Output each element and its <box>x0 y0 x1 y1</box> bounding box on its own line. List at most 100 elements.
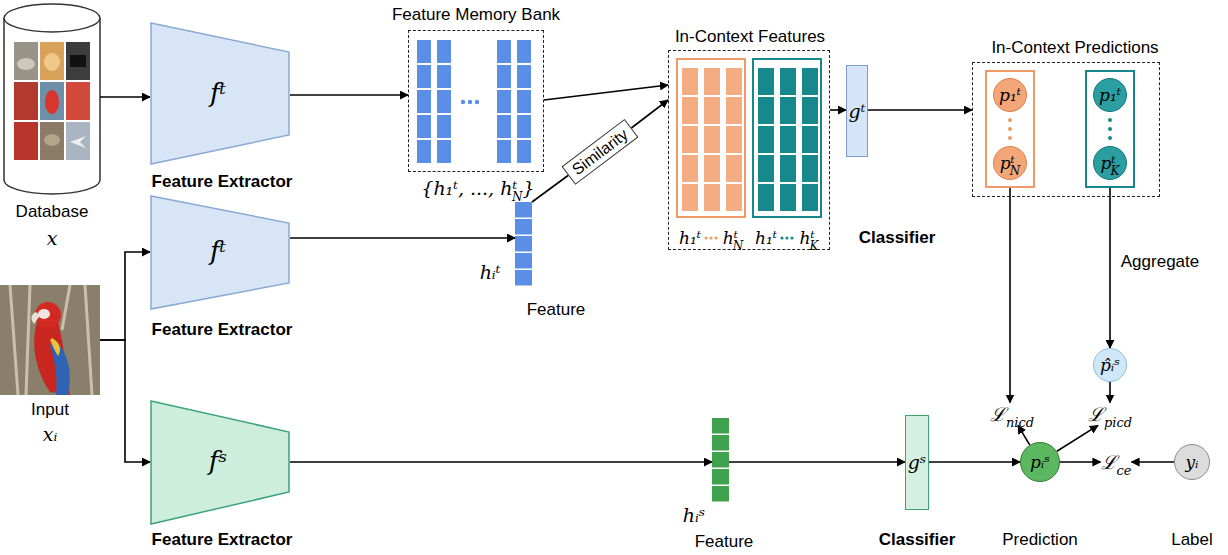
input-photo <box>0 285 100 395</box>
trapezoid-shape <box>151 23 289 164</box>
feature-column <box>726 68 742 211</box>
edge-label: Aggregate <box>1119 252 1201 272</box>
photo-detail <box>45 90 59 114</box>
label-text: hᵢᵗ <box>480 261 501 283</box>
feature-vector: hᵢˢFeature <box>712 418 729 503</box>
text-group: Input <box>31 400 69 420</box>
label-text: p₁ᵗ <box>999 85 1021 105</box>
ellipsis-dot <box>1008 127 1012 131</box>
connector <box>290 461 712 463</box>
text-group: pᵢˢ <box>1030 452 1050 472</box>
text-group: Feature Extractor <box>152 320 293 340</box>
feature-column <box>780 68 796 211</box>
text-group: fᵗ <box>210 78 226 109</box>
connector <box>100 96 150 98</box>
text-group: h₁ᵗ <box>679 228 701 248</box>
ellipsis-dot <box>475 100 479 104</box>
memory-bank: Feature Memory Bank{h₁ᵗ, ..., hᵗN} <box>408 30 544 172</box>
ellipsis-dot <box>714 236 717 239</box>
photo-detail <box>44 134 60 146</box>
label-text: Input <box>31 400 69 419</box>
text-group: p₁ᵗ <box>1099 85 1121 105</box>
connector <box>1060 461 1101 463</box>
ellipsis-dot <box>704 236 707 239</box>
label-text: Similarity <box>569 126 631 179</box>
connector <box>1057 425 1098 451</box>
photo-detail <box>70 55 86 67</box>
loss-label: ℒnicd <box>990 403 1034 426</box>
label-text: fᵗ <box>210 236 226 266</box>
label-text: Feature Extractor <box>152 320 293 339</box>
label-text: hᵢˢ <box>683 504 705 526</box>
feature-column <box>497 40 511 163</box>
parrot-beak <box>31 312 40 324</box>
label-text: N <box>1010 164 1021 178</box>
label-text: Feature <box>695 532 754 551</box>
classifier-box: gˢClassifier <box>905 415 929 510</box>
connector <box>1109 188 1111 348</box>
text-group: x <box>47 227 58 250</box>
prediction-group: p₁ᵗ pᵗN <box>985 70 1035 188</box>
label-text: N <box>512 190 523 204</box>
label-text: Label <box>1171 530 1213 549</box>
input-image: Inputxᵢ <box>0 285 100 395</box>
connector <box>868 109 972 111</box>
label-text: Database <box>16 202 89 221</box>
photo <box>14 42 38 80</box>
label-text: K <box>1111 164 1120 178</box>
database-cylinder: Databasex <box>4 3 100 193</box>
loss-label: ℒpicd <box>1088 403 1132 426</box>
feature-extractor: fᵗFeature Extractor <box>150 22 290 165</box>
label-text: {h₁ᵗ, ..., hᵗ <box>421 177 517 199</box>
text-group: h₁ᵗ <box>755 228 777 248</box>
prediction-circle: p₁ᵗ <box>993 78 1027 112</box>
aggregated-prediction: p̂ᵢˢ <box>1093 348 1127 382</box>
label-text: x <box>47 227 58 249</box>
text-group: hᵗN <box>723 228 744 248</box>
connector <box>1109 382 1111 403</box>
label-text: pᵢˢ <box>1030 452 1050 472</box>
connector <box>544 85 668 100</box>
photo <box>14 82 38 120</box>
text-group: gˢ <box>908 451 927 474</box>
prediction-circle: p₁ᵗ <box>1093 78 1127 112</box>
label-text: p₁ᵗ <box>1099 85 1121 105</box>
label-text: N <box>733 239 744 253</box>
text-group: Classifier <box>859 228 936 248</box>
label-text: In-Context Predictions <box>991 38 1158 57</box>
label-text: Feature <box>527 300 586 319</box>
text-group: pᵗK <box>1100 153 1119 173</box>
ellipsis-dot <box>709 236 712 239</box>
label-text: K <box>810 239 819 253</box>
text-group: fᵗ <box>210 236 226 267</box>
prediction-circle: pᵢˢPrediction <box>1020 442 1060 482</box>
feature-column <box>515 202 532 286</box>
connector <box>1009 188 1011 403</box>
connector <box>729 461 905 463</box>
connector <box>290 94 408 96</box>
photo <box>14 122 38 160</box>
ellipsis-dot <box>780 236 783 239</box>
label-text: fᵗ <box>210 78 226 108</box>
label-text: h₁ᵗ <box>679 228 701 248</box>
text-group: Feature <box>527 300 586 320</box>
label-text: ℒ <box>1101 451 1117 473</box>
label-text: ce <box>1117 463 1132 478</box>
prediction-circle: pᵗN <box>993 146 1027 180</box>
feature-column <box>517 40 531 163</box>
ellipsis-dot <box>790 236 793 239</box>
label-text: Feature Extractor <box>152 172 293 191</box>
text-group: pᵗN <box>1000 153 1021 173</box>
trapezoid-shape <box>151 196 289 309</box>
text-group: {h₁ᵗ, ..., hᵗN} <box>421 177 534 200</box>
parrot-body <box>34 320 70 395</box>
feature-group: h₁ᵗhᵗN <box>676 58 746 218</box>
ellipsis-dot <box>1108 127 1112 131</box>
label-text: fˢ <box>209 446 227 476</box>
text-group: Feature <box>695 532 754 552</box>
feature-vector: hᵢᵗFeature <box>515 202 532 287</box>
trapezoid-shape <box>151 401 289 524</box>
label-text: In-Context Features <box>675 27 825 46</box>
label-text: Classifier <box>859 228 936 247</box>
label-text: gˢ <box>908 451 927 473</box>
